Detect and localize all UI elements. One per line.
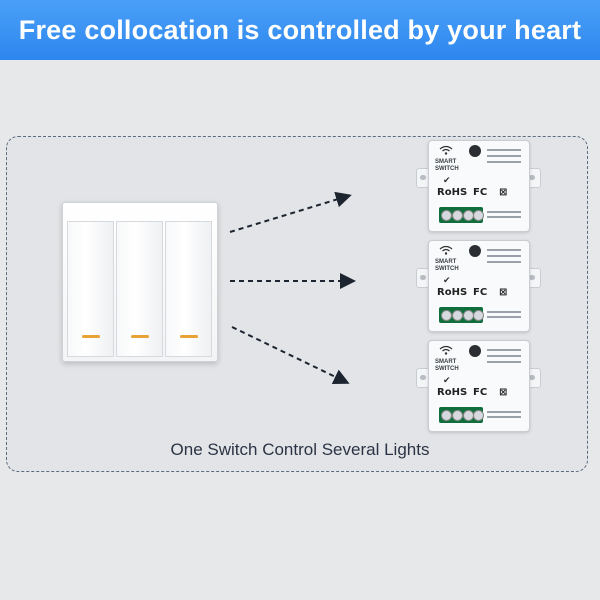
indicator-led: [82, 335, 100, 338]
header-banner: Free collocation is controlled by your h…: [0, 0, 600, 60]
spec-text: [487, 311, 521, 321]
check-icon: ✔: [443, 175, 451, 185]
spec-text: [487, 149, 521, 167]
rohs-mark: RoHS: [437, 187, 468, 198]
banner-title: Free collocation is controlled by your h…: [18, 14, 582, 45]
fc-mark: FC: [473, 387, 488, 398]
wall-switch: [62, 202, 218, 362]
check-icon: ✔: [443, 275, 451, 285]
check-icon: ✔: [443, 375, 451, 385]
caption: One Switch Control Several Lights: [170, 440, 430, 459]
pairing-button: [469, 345, 481, 357]
screw: [473, 210, 484, 221]
spec-text: [487, 211, 521, 221]
pairing-button: [469, 145, 481, 157]
weee-bin-icon: ⊠: [499, 187, 508, 198]
fc-mark: FC: [473, 287, 488, 298]
switch-rocker: [67, 221, 114, 357]
spec-text: [487, 411, 521, 421]
arrow-icon: [231, 326, 350, 384]
indicator-led: [131, 335, 149, 338]
weee-bin-icon: ⊠: [499, 387, 508, 398]
cert-marks: RoHS FC ⊠: [437, 287, 527, 301]
screw: [441, 210, 452, 221]
screw: [473, 310, 484, 321]
terminal-block: [439, 307, 484, 323]
spec-text: [487, 249, 521, 267]
cert-marks: RoHS FC ⊠: [437, 387, 527, 401]
wifi-icon: [439, 345, 453, 355]
switch-rocker: [116, 221, 163, 357]
arrow-icon: [229, 191, 352, 233]
screw: [452, 210, 463, 221]
screw: [441, 310, 452, 321]
terminal-block: [439, 207, 484, 223]
wifi-icon: [439, 145, 453, 155]
rohs-mark: RoHS: [437, 287, 468, 298]
wifi-icon: [439, 245, 453, 255]
pairing-button: [469, 245, 481, 257]
fc-mark: FC: [473, 187, 488, 198]
screw: [452, 310, 463, 321]
spec-text: [487, 349, 521, 367]
screw: [452, 410, 463, 421]
screw: [473, 410, 484, 421]
cert-marks: RoHS FC ⊠: [437, 187, 527, 201]
weee-bin-icon: ⊠: [499, 287, 508, 298]
rohs-mark: RoHS: [437, 387, 468, 398]
screw: [441, 410, 452, 421]
switch-rocker: [165, 221, 212, 357]
indicator-led: [180, 335, 198, 338]
terminal-block: [439, 407, 484, 423]
